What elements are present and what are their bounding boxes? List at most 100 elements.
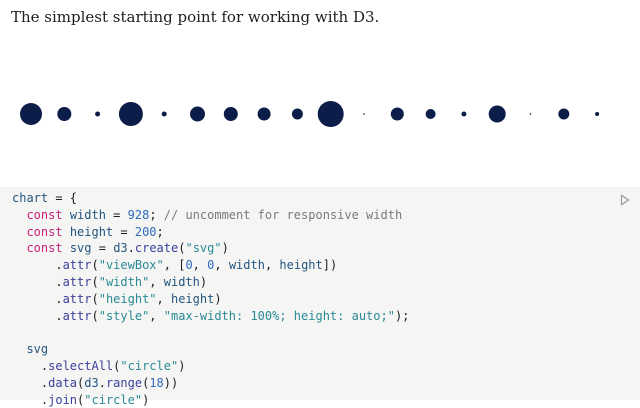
code-token (12, 208, 26, 222)
dot (223, 107, 238, 121)
code-token: ; (156, 224, 164, 239)
code-token: )) (163, 375, 179, 390)
code-token: const (26, 207, 63, 222)
code-token: 200 (134, 224, 157, 239)
code-token: , (156, 291, 171, 306)
code-editor[interactable]: chart = { const width = 928; // uncommen… (12, 190, 409, 408)
code-token: ( (91, 291, 99, 306)
dot (57, 107, 72, 121)
dot (161, 111, 167, 117)
code-token: "circle" (120, 358, 179, 373)
code-token: , (264, 258, 280, 273)
code-token: chart (12, 191, 49, 205)
code-token: . (12, 358, 49, 373)
code-token: "svg" (185, 241, 222, 256)
dot (291, 108, 303, 120)
code-token: "max-width: 100%; height: auto;" (163, 308, 395, 323)
code-token: attr (62, 258, 92, 273)
code-line: .attr("width", width) (12, 275, 207, 289)
code-token: = (105, 207, 128, 222)
code-token: height (170, 291, 215, 306)
code-token: 928 (127, 207, 150, 222)
code-token: 0 (207, 258, 215, 273)
code-line: .attr("viewBox", [0, 0, width, height]) (12, 258, 337, 272)
code-token: width (228, 258, 265, 273)
code-token: create (134, 241, 179, 256)
code-token: width (163, 274, 200, 289)
code-token: data (48, 375, 78, 390)
code-token: attr (62, 274, 92, 289)
dot (425, 109, 436, 119)
code-token: = { (48, 191, 78, 205)
code-token: = (91, 241, 114, 256)
code-token: = (113, 224, 135, 239)
dot (529, 113, 532, 115)
code-token: svg (26, 342, 49, 357)
dot (595, 112, 600, 116)
code-line: const svg = d3.create("svg") (12, 241, 229, 256)
intro-text: The simplest starting point for working … (11, 8, 380, 26)
code-token: "style" (98, 308, 150, 323)
code-token: const (26, 241, 63, 256)
code-token: attr (62, 291, 92, 306)
code-token: ) (221, 241, 229, 256)
code-token: . (127, 241, 135, 256)
code-token: ( (178, 241, 186, 256)
dot (558, 108, 570, 120)
code-token: ) (199, 274, 208, 289)
code-token: ( (77, 375, 85, 390)
code-token: height (279, 258, 323, 273)
code-line: chart = { (12, 191, 77, 205)
dot (488, 105, 506, 123)
dot (95, 111, 101, 117)
code-token (63, 241, 70, 255)
dot (118, 102, 143, 126)
code-line: svg (12, 342, 48, 356)
code-token: "height" (98, 291, 157, 306)
code-token: range (105, 375, 143, 390)
code-line: .selectAll("circle") (12, 358, 186, 373)
code-token: , (149, 308, 164, 323)
code-token: 18 (149, 375, 164, 390)
code-token: ); (394, 308, 410, 323)
code-token: . (12, 291, 63, 306)
code-token: , (149, 274, 164, 289)
code-token: const (26, 224, 63, 239)
code-token (12, 225, 26, 239)
code-token: . (12, 258, 63, 273)
code-token: width (69, 207, 106, 222)
dot-chart (20, 101, 600, 127)
code-cell[interactable] (0, 187, 640, 400)
code-token: "width" (98, 274, 150, 289)
code-token: , (214, 258, 229, 273)
code-token: d3 (113, 241, 128, 256)
code-token: . (12, 375, 49, 390)
code-token: ; (149, 207, 164, 222)
code-token (63, 208, 70, 222)
code-token: ( (113, 358, 121, 373)
code-line: const height = 200; (12, 224, 164, 239)
code-token: ( (142, 375, 150, 390)
code-token (12, 241, 26, 255)
code-token: selectAll (48, 358, 114, 373)
dot (20, 103, 42, 125)
dot (390, 107, 404, 121)
dot (317, 101, 344, 127)
code-token: ( (91, 258, 99, 273)
code-token: 0 (185, 258, 193, 273)
code-token: . (12, 308, 63, 323)
code-line: const width = 928; // uncomment for resp… (12, 208, 402, 222)
play-icon[interactable] (620, 193, 630, 211)
code-token: . (98, 375, 106, 390)
code-token: attr (62, 308, 92, 323)
code-token: ( (91, 308, 99, 323)
dot (257, 107, 271, 121)
code-token: height (69, 224, 114, 239)
code-line: .attr("height", height) (12, 291, 221, 306)
code-token: svg (69, 241, 92, 256)
code-token: , (192, 258, 208, 273)
code-token (12, 342, 26, 356)
code-token: ) (178, 358, 186, 373)
code-token: ]) (322, 258, 338, 273)
code-token: , [ (163, 258, 186, 273)
